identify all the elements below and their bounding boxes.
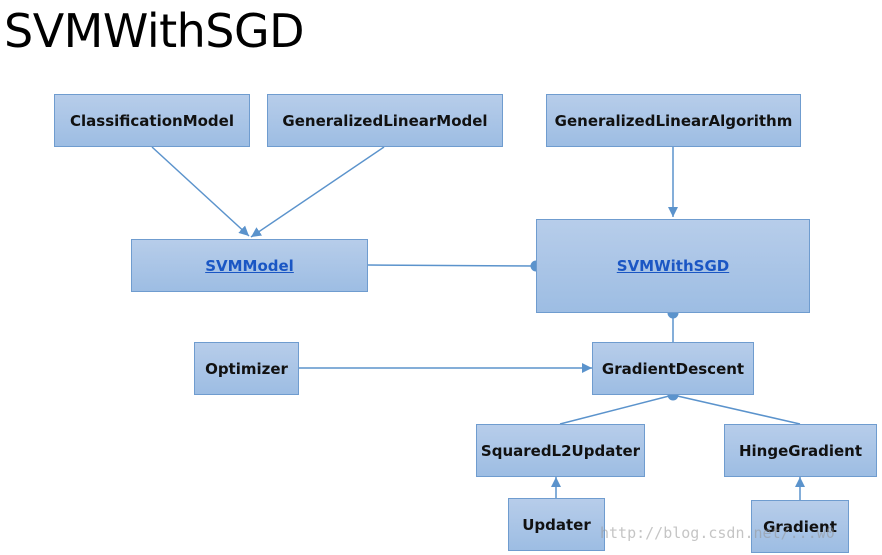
node-label: Gradient: [763, 517, 837, 536]
edge-gradientdescent-hingegradient: [672, 394, 801, 425]
node-label: ClassificationModel: [70, 111, 234, 130]
node-label: Optimizer: [205, 359, 288, 378]
node-hinge-gradient: HingeGradient: [724, 424, 877, 477]
node-label: SquaredL2Updater: [480, 441, 641, 460]
node-classification-model: ClassificationModel: [54, 94, 250, 147]
node-squared-l2-updater: SquaredL2Updater: [476, 424, 645, 477]
node-gradient: Gradient: [751, 500, 849, 553]
edge-classification-to-svmmodel: [151, 146, 250, 237]
watermark-text: http://blog.csdn.net/...w0: [600, 524, 835, 542]
node-optimizer: Optimizer: [194, 342, 299, 395]
node-svm-model[interactable]: SVMModel: [131, 239, 368, 292]
node-label: GradientDescent: [601, 359, 745, 378]
node-label: HingeGradient: [738, 441, 863, 460]
node-svm-with-sgd[interactable]: SVMWithSGD: [536, 219, 810, 313]
node-link[interactable]: SVMWithSGD: [616, 257, 730, 275]
edge-svmmodel-svmwithsgd: [367, 264, 537, 267]
node-generalized-linear-algorithm: GeneralizedLinearAlgorithm: [546, 94, 801, 147]
node-label: GeneralizedLinearModel: [282, 111, 488, 130]
node-generalized-linear-model: GeneralizedLinearModel: [267, 94, 503, 147]
node-label: Updater: [522, 515, 591, 534]
node-gradient-descent: GradientDescent: [592, 342, 754, 395]
edge-glm-to-svmmodel: [250, 146, 385, 238]
node-label: GeneralizedLinearAlgorithm: [554, 111, 793, 130]
page-title: SVMWithSGD: [4, 4, 305, 58]
node-updater: Updater: [508, 498, 605, 551]
node-link[interactable]: SVMModel: [205, 256, 294, 275]
edge-gradientdescent-squaredl2updater: [559, 394, 674, 425]
